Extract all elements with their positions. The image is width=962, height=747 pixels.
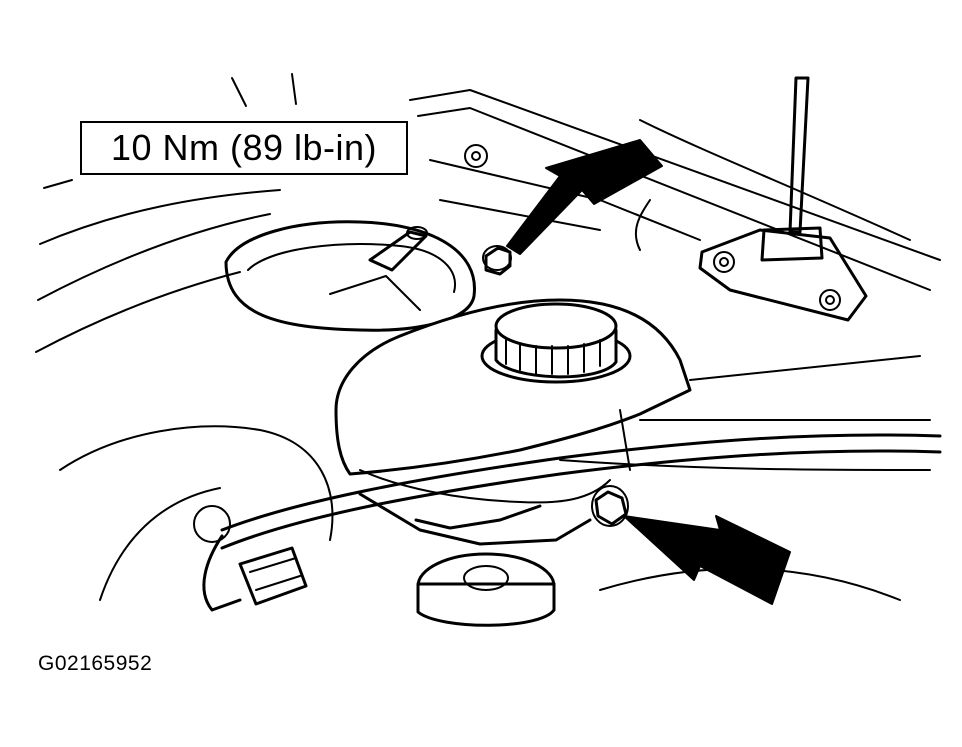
torque-label: 10 Nm (89 lb-in)	[110, 127, 378, 168]
upper-arrow-icon	[506, 139, 663, 255]
lower-bolt	[591, 485, 629, 527]
strut-mount	[698, 76, 868, 322]
torque-callout: 10 Nm (89 lb-in)	[80, 121, 408, 175]
wire-harness	[193, 433, 942, 612]
fender-bolt	[464, 144, 488, 168]
figure-id: G02165952	[38, 652, 153, 675]
upper-bolt	[482, 245, 512, 276]
engine-mount	[224, 220, 476, 332]
lower-arrow-icon	[623, 515, 791, 605]
master-cylinder	[358, 492, 592, 627]
brake-fluid-reservoir	[334, 298, 692, 504]
